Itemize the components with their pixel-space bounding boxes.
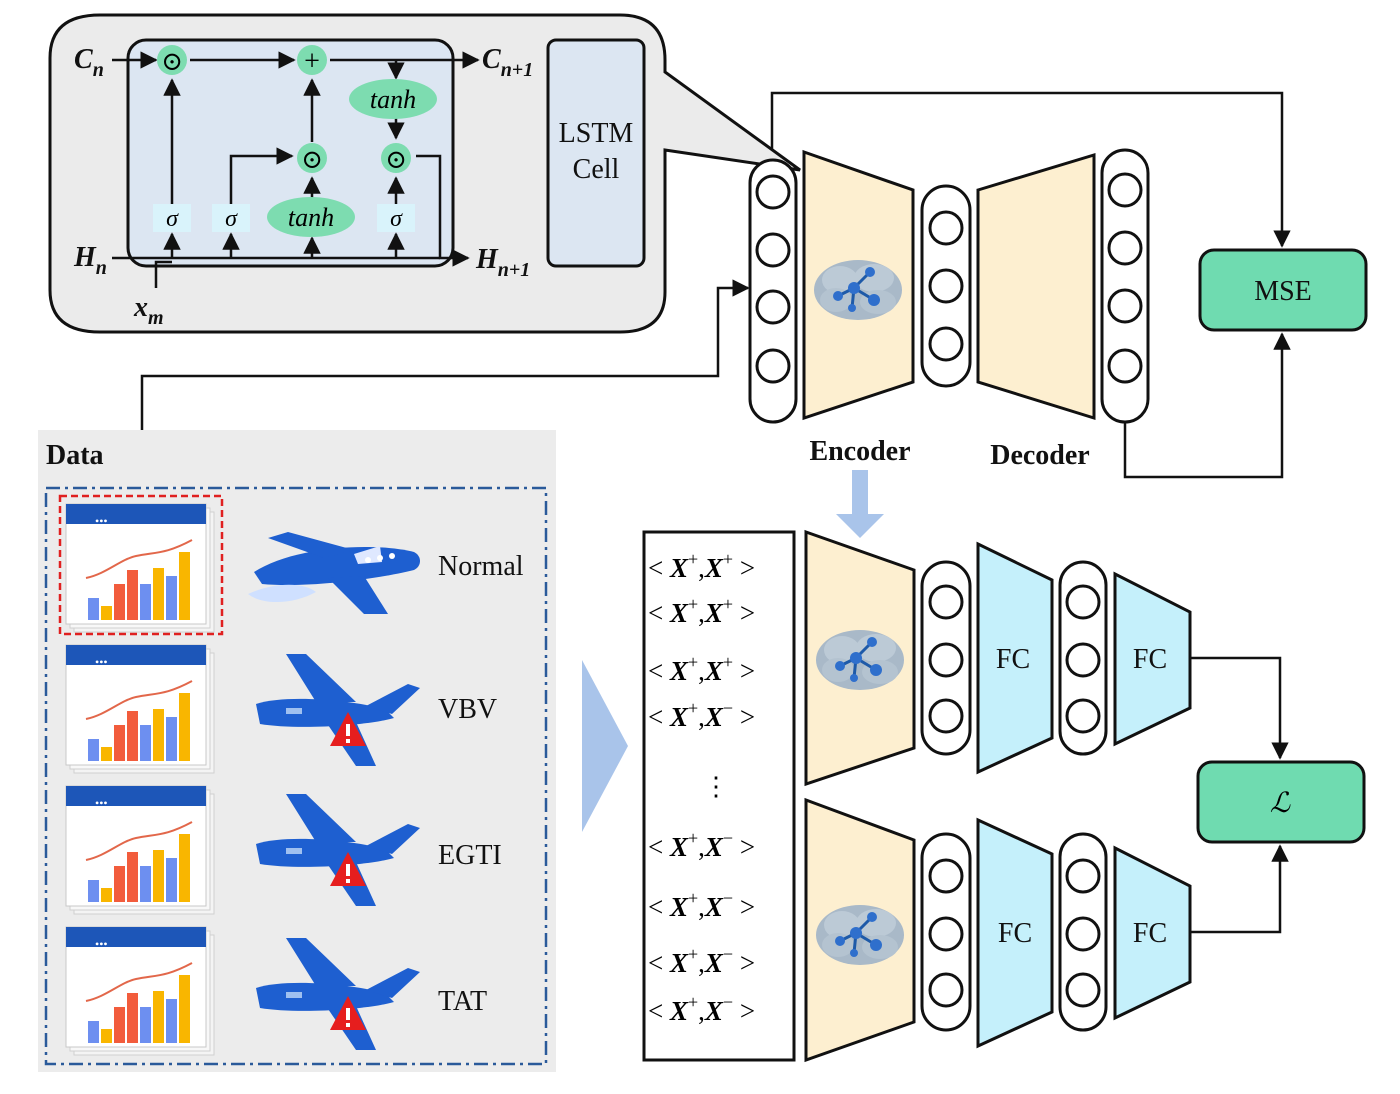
chart-icon-normal (65, 503, 215, 633)
data-panel: Data ••• ••• ••• ••• Normal VBV EGTI TAT (38, 430, 556, 1072)
fc-top-2-label: FC (1133, 644, 1167, 675)
lstm-callout: LSTM Cell ⊙ + ⊙ ⊙ tanh tanh σ (48, 13, 801, 334)
class-label-tat: TAT (438, 986, 487, 1017)
pairs-ellipsis: ⋮ (703, 772, 729, 801)
c-out-label: Cn+1 (482, 44, 533, 81)
mult-gate-forget (157, 45, 187, 75)
encoder-brain-icon (812, 258, 904, 322)
fc-top-1 (976, 541, 1054, 775)
fc-top-2 (1113, 571, 1192, 747)
pair-row: < X+,X− > (648, 888, 755, 922)
class-label-egti: EGTI (438, 840, 502, 871)
class-label-vbv: VBV (438, 694, 497, 725)
encoder-transfer-arrow (836, 470, 884, 538)
pair-row: < X+,X+ > (648, 594, 755, 628)
mse-box (1198, 248, 1368, 332)
fc-bottom-1-label: FC (998, 918, 1032, 949)
sigma-gate-2 (212, 204, 250, 232)
siamese-brain-bottom-icon (814, 903, 906, 967)
lstm-cell-label-1: LSTM (559, 118, 634, 149)
lstm-cell-box (546, 38, 646, 268)
data-to-encoder-line (140, 279, 750, 490)
autoencoder: MSE Encoder Decoder (140, 91, 1368, 538)
plane-normal-icon (248, 532, 420, 614)
tanh-top-label: tanh (370, 85, 416, 114)
sigma-gate-3 (377, 204, 415, 232)
h-out-label: Hn+1 (475, 244, 530, 281)
mse-label: MSE (1254, 276, 1312, 307)
chart-icon-egti (65, 785, 215, 915)
data-flow-chevron (582, 660, 628, 832)
x-in-label: xm (133, 292, 164, 329)
decoder-block (976, 152, 1096, 421)
sigma-gate-1 (153, 204, 191, 232)
class-label-normal: Normal (438, 551, 524, 582)
tanh-top-gate (349, 79, 437, 119)
loss-box (1196, 760, 1366, 844)
data-dashed-border (44, 486, 548, 1066)
pair-row: < X+,X− > (648, 944, 755, 978)
chart-icon-vbv (65, 644, 215, 774)
mult-symbol-3: ⊙ (385, 145, 407, 174)
lstm-cell-label-2: Cell (573, 154, 620, 185)
sigma-label-2: σ (225, 206, 238, 232)
chart-dots-1: ••• (95, 514, 108, 528)
mult-gate-output (381, 143, 411, 173)
plus-symbol: + (304, 46, 320, 77)
pair-row: < X+,X− > (648, 992, 755, 1026)
fc-top-1-label: FC (996, 644, 1030, 675)
fc-bottom-2-label: FC (1133, 918, 1167, 949)
encoder-label: Encoder (809, 436, 910, 467)
loss-label: ℒ (1270, 788, 1291, 819)
pair-row: < X+,X+ > (648, 549, 755, 583)
tanh-mid-gate (267, 197, 355, 237)
sigma-label-1: σ (166, 206, 179, 232)
pair-row: < X+,X+ > (648, 652, 755, 686)
fc-bottom-2 (1113, 845, 1192, 1021)
pair-row: < X+,X− > (648, 828, 755, 862)
c-in-label: Cn (74, 44, 104, 81)
h-in-label: Hn (73, 242, 107, 279)
sigma-label-3: σ (390, 206, 403, 232)
plus-gate (297, 45, 327, 75)
siamese-brain-top-icon (814, 628, 906, 692)
mult-symbol-1: ⊙ (161, 47, 183, 76)
siamese-network: FC FC FC FC ℒ (804, 529, 1366, 1063)
chart-dots-2: ••• (95, 655, 108, 669)
decoder-label: Decoder (990, 440, 1090, 471)
pairs-box: < X+,X+ > < X+,X+ > < X+,X+ > < X+,X− > < X+… (642, 530, 796, 1062)
selected-sample-highlight (58, 494, 224, 636)
mult-gate-input (297, 143, 327, 173)
tanh-mid-label: tanh (288, 203, 334, 232)
chart-dots-4: ••• (95, 937, 108, 951)
mult-symbol-2: ⊙ (301, 145, 323, 174)
pairs-container (642, 530, 796, 1062)
pair-row: < X+,X− > (648, 698, 755, 732)
ae-skip-line (770, 91, 1291, 248)
fc-bottom-1 (976, 817, 1054, 1049)
chart-icon-tat (65, 926, 215, 1056)
data-title: Data (46, 440, 104, 471)
chart-dots-3: ••• (95, 796, 108, 810)
